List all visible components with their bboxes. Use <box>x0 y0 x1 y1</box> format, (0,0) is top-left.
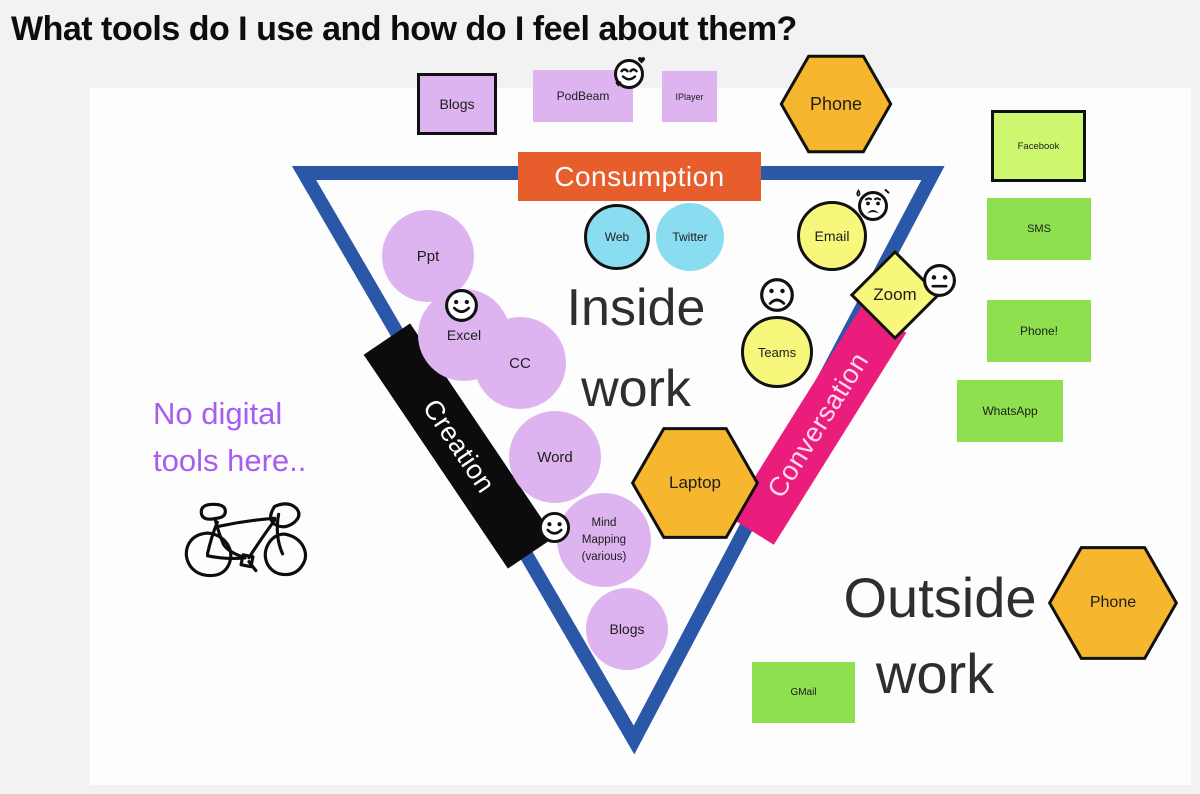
note-line2: tools here.. <box>153 443 307 478</box>
anxious-face-icon[interactable] <box>854 186 892 224</box>
node-label: Facebook <box>1017 140 1060 152</box>
inside-label: Inside <box>566 279 706 337</box>
node-iplayer[interactable]: IPlayer <box>662 71 717 122</box>
node-phone-bottom[interactable]: Phone <box>1047 545 1179 661</box>
node-label: PodBeam <box>556 89 610 103</box>
node-phone-excl[interactable]: Phone! <box>987 300 1091 362</box>
node-label: Blogs <box>609 621 645 637</box>
node-zoom[interactable]: Zoom <box>849 249 941 341</box>
node-label: WhatsApp <box>982 404 1038 418</box>
node-label: Zoom <box>873 285 917 304</box>
bicycle-icon[interactable] <box>168 492 326 588</box>
inside-work-label: work <box>581 360 691 418</box>
hexagon-shape <box>1047 545 1179 661</box>
node-label: CC <box>509 354 531 372</box>
node-web[interactable]: Web <box>584 204 650 270</box>
outside-work-text-line1[interactable]: Outside <box>815 565 1065 629</box>
node-label: Excel <box>446 327 482 343</box>
outside-work-label: work <box>875 641 995 705</box>
frowning-face-icon[interactable] <box>758 276 796 314</box>
node-label: Email <box>814 228 850 244</box>
bicycle-drawing <box>184 502 308 578</box>
node-label: Web <box>604 230 630 244</box>
outside-work-text-line2[interactable]: work <box>835 641 1035 705</box>
node-label: SMS <box>1027 223 1051 235</box>
node-blogs-bottom[interactable]: Blogs <box>586 588 668 670</box>
hexagon-shape <box>630 426 760 540</box>
node-label: IPlayer <box>675 91 704 102</box>
node-mind-mapping[interactable]: Mind Mapping (various) <box>557 493 651 587</box>
mind-mapping-line2: Mapping <box>581 533 627 546</box>
node-label: Ppt <box>416 247 440 265</box>
outside-label: Outside <box>843 565 1037 629</box>
node-whatsapp[interactable]: WhatsApp <box>957 380 1063 442</box>
no-digital-tools-note[interactable]: No digital tools here.. <box>153 390 373 484</box>
banner-consumption-label: Consumption <box>554 160 725 192</box>
inside-work-text-line1[interactable]: Inside <box>536 278 736 338</box>
node-twitter[interactable]: Twitter <box>656 203 724 271</box>
page-title[interactable]: What tools do I use and how do I feel ab… <box>11 10 797 48</box>
node-blogs-top[interactable]: Blogs <box>417 73 497 135</box>
hexagon-shape <box>779 54 893 154</box>
node-label: Twitter <box>672 230 708 244</box>
node-phone-top[interactable]: Phone <box>779 54 893 154</box>
node-label: Blogs <box>439 96 475 112</box>
node-word[interactable]: Word <box>509 411 601 503</box>
node-email[interactable]: Email <box>797 201 867 271</box>
inside-work-text-line2[interactable]: work <box>536 359 736 419</box>
node-teams[interactable]: Teams <box>741 316 813 388</box>
neutral-face-icon[interactable] <box>921 262 958 299</box>
node-gmail[interactable]: GMail <box>752 662 855 723</box>
banner-consumption[interactable]: Consumption <box>518 152 761 201</box>
note-line1: No digital <box>153 396 283 431</box>
mind-mapping-line1: Mind <box>591 516 617 529</box>
node-label: Teams <box>757 344 797 360</box>
node-label: GMail <box>790 687 817 698</box>
node-facebook[interactable]: Facebook <box>991 110 1086 182</box>
node-label: Word <box>537 448 573 466</box>
node-label: Phone <box>1089 594 1137 611</box>
smiling-face-with-hearts-icon[interactable] <box>610 53 650 93</box>
node-label: Phone <box>809 93 863 114</box>
smiley-face-mind-mapping-icon[interactable] <box>537 510 572 545</box>
node-sms[interactable]: SMS <box>987 198 1091 260</box>
mind-mapping-line3: (various) <box>581 550 627 563</box>
smiley-face-excel-icon[interactable] <box>443 287 480 324</box>
node-ppt[interactable]: Ppt <box>382 210 474 302</box>
node-label: Laptop <box>669 473 721 492</box>
node-label: Phone! <box>1019 324 1059 338</box>
node-cc[interactable]: CC <box>474 317 566 409</box>
node-laptop[interactable]: Laptop <box>630 426 760 540</box>
node-label: Mind Mapping (various) <box>582 515 627 566</box>
